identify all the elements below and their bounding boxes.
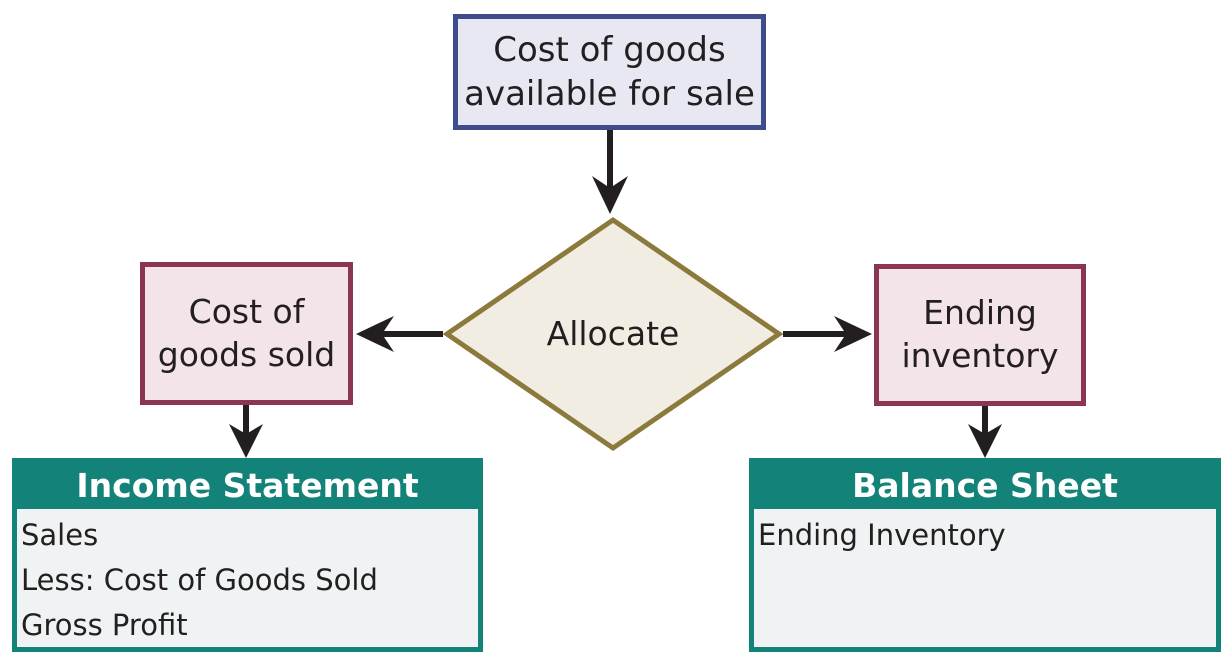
income-statement-line-gross-profit: Gross Profit <box>21 608 188 642</box>
balance-sheet-line-ending-inventory: Ending Inventory <box>758 518 1006 552</box>
arrow-top-to-diamond-head <box>592 176 628 214</box>
balance-sheet-body: Ending Inventory <box>754 509 1216 558</box>
ending-inventory-line-2: inventory <box>901 336 1059 375</box>
income-statement-line-less-cogs: Less: Cost of Goods Sold <box>21 563 378 597</box>
cost-of-goods-available-line-2: available for sale <box>464 74 755 114</box>
allocate-label: Allocate <box>546 313 680 353</box>
arrow-diamond-to-right-head <box>834 316 872 352</box>
arrow-right-to-balance-head <box>968 424 1002 458</box>
income-statement-title: Income Statement <box>17 463 478 509</box>
ending-inventory-box: Ending inventory <box>874 264 1086 406</box>
allocate-diamond <box>442 216 784 452</box>
cost-of-goods-available-line-1: Cost of goods <box>493 29 726 70</box>
income-statement-line-sales: Sales <box>21 518 99 552</box>
income-statement-panel: Income Statement Sales Less: Cost of Goo… <box>12 458 483 652</box>
ending-inventory-line-1: Ending <box>923 293 1037 333</box>
arrow-left-to-income-head <box>229 424 263 458</box>
cost-of-goods-sold-line-1: Cost of <box>188 291 305 331</box>
arrow-diamond-to-left-head <box>356 316 394 352</box>
cost-of-goods-sold-box: Cost of goods sold <box>140 262 353 405</box>
balance-sheet-panel: Balance Sheet Ending Inventory <box>749 458 1221 652</box>
cost-of-goods-available-box: Cost of goods available for sale <box>453 14 766 130</box>
income-statement-body: Sales Less: Cost of Goods Sold Gross Pro… <box>17 509 478 648</box>
balance-sheet-title: Balance Sheet <box>754 463 1216 509</box>
cost-of-goods-sold-line-2: goods sold <box>157 334 336 374</box>
